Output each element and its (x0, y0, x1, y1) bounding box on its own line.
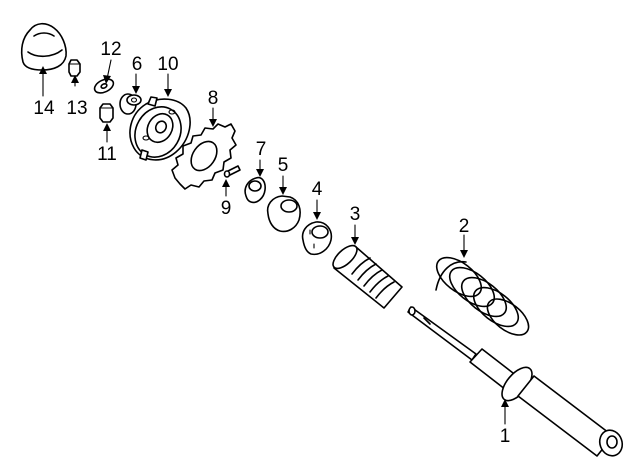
part-7-upper-seat (244, 176, 266, 204)
part-8-insulator-ring (171, 123, 237, 190)
callout-5: 5 (278, 155, 289, 176)
part-3-dust-boot (332, 244, 403, 309)
callout-10: 10 (157, 54, 178, 75)
callout-14: 14 (33, 98, 55, 119)
part-4-jounce-bumper (301, 221, 333, 256)
part-6-bushing (119, 93, 142, 115)
callout-13: 13 (66, 98, 87, 119)
callout-6: 6 (132, 54, 143, 75)
callout-12: 12 (100, 39, 121, 60)
callout-2: 2 (459, 216, 470, 237)
callout-labels: 14 13 12 11 6 10 8 9 7 5 4 3 2 1 (33, 39, 510, 447)
part-12-washer (93, 78, 115, 94)
part-13-nut (68, 59, 81, 77)
callout-11: 11 (97, 144, 117, 165)
part-9-pin (223, 165, 241, 178)
part-5-bump-stop (266, 195, 301, 233)
part-11-nut (99, 103, 114, 123)
callout-7: 7 (256, 139, 267, 160)
part-1-shock-absorber (407, 306, 624, 457)
callout-1: 1 (500, 426, 511, 447)
callout-4: 4 (312, 179, 323, 200)
part-2-coil-spring (435, 256, 530, 336)
callout-9: 9 (221, 198, 232, 219)
callout-8: 8 (208, 88, 219, 109)
part-10-strut-mount (129, 96, 191, 161)
callout-3: 3 (350, 204, 361, 225)
leader-lines (39, 59, 509, 425)
part-14-bump-cap (20, 22, 67, 71)
